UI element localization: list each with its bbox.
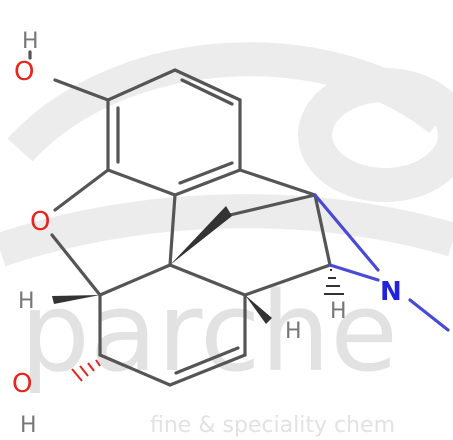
wedge-c14-h bbox=[245, 295, 272, 324]
watermark-swirl-lower bbox=[0, 194, 453, 267]
wedge-c5-h bbox=[52, 295, 100, 304]
bond-ar5 bbox=[106, 168, 177, 197]
bond-c5-quat bbox=[98, 263, 172, 297]
atom-h-bottom: H bbox=[20, 413, 37, 438]
hash-c9-h bbox=[324, 269, 344, 295]
bond-ar-quat bbox=[168, 193, 177, 267]
stereo-bonds bbox=[52, 206, 344, 382]
atom-labels: H O O N H H H O H bbox=[12, 29, 402, 438]
atom-o-bottom: O bbox=[12, 369, 32, 399]
watermark-brand: parche bbox=[20, 268, 398, 396]
atom-h-mid: H bbox=[285, 319, 302, 344]
bond-quat-c14 bbox=[168, 263, 247, 297]
bond-ar4 bbox=[173, 168, 242, 197]
bonds bbox=[28, 50, 450, 387]
wedge-quat-c15 bbox=[170, 206, 232, 265]
bond-c6-c7 bbox=[98, 353, 172, 387]
bond-n-methyl bbox=[408, 298, 450, 332]
bond-ar2 bbox=[173, 68, 242, 102]
atom-h-top: H bbox=[22, 29, 39, 54]
bond-ar1 bbox=[106, 68, 177, 102]
bond-c16-n bbox=[313, 193, 380, 272]
atom-h-right: H bbox=[330, 299, 347, 324]
atom-o-ring: O bbox=[30, 207, 50, 237]
bond-o-ring-c bbox=[50, 233, 102, 297]
watermark-swirl-ring bbox=[298, 68, 453, 202]
watermark: parche fine & speciality chem bbox=[0, 42, 453, 438]
bond-c15-c16 bbox=[228, 193, 317, 217]
atom-o-top: O bbox=[14, 57, 34, 87]
atom-h-left: H bbox=[18, 289, 35, 314]
bond-ar-c10 bbox=[238, 168, 317, 197]
bond-c-o-ring bbox=[53, 168, 110, 212]
bond-c-o-top bbox=[53, 78, 110, 102]
bond-ar2-double bbox=[180, 78, 234, 106]
bond-c7-c8-double bbox=[174, 346, 240, 375]
bond-c7-c8 bbox=[168, 353, 247, 387]
bond-c9-c14 bbox=[243, 263, 332, 297]
hash-c6-o bbox=[71, 359, 101, 382]
atom-n: N bbox=[380, 277, 402, 307]
watermark-tagline: fine & speciality chem bbox=[150, 413, 395, 438]
bond-c10-c9 bbox=[313, 193, 332, 267]
bond-c9-n bbox=[328, 263, 380, 282]
bond-ar4-double bbox=[178, 161, 234, 185]
